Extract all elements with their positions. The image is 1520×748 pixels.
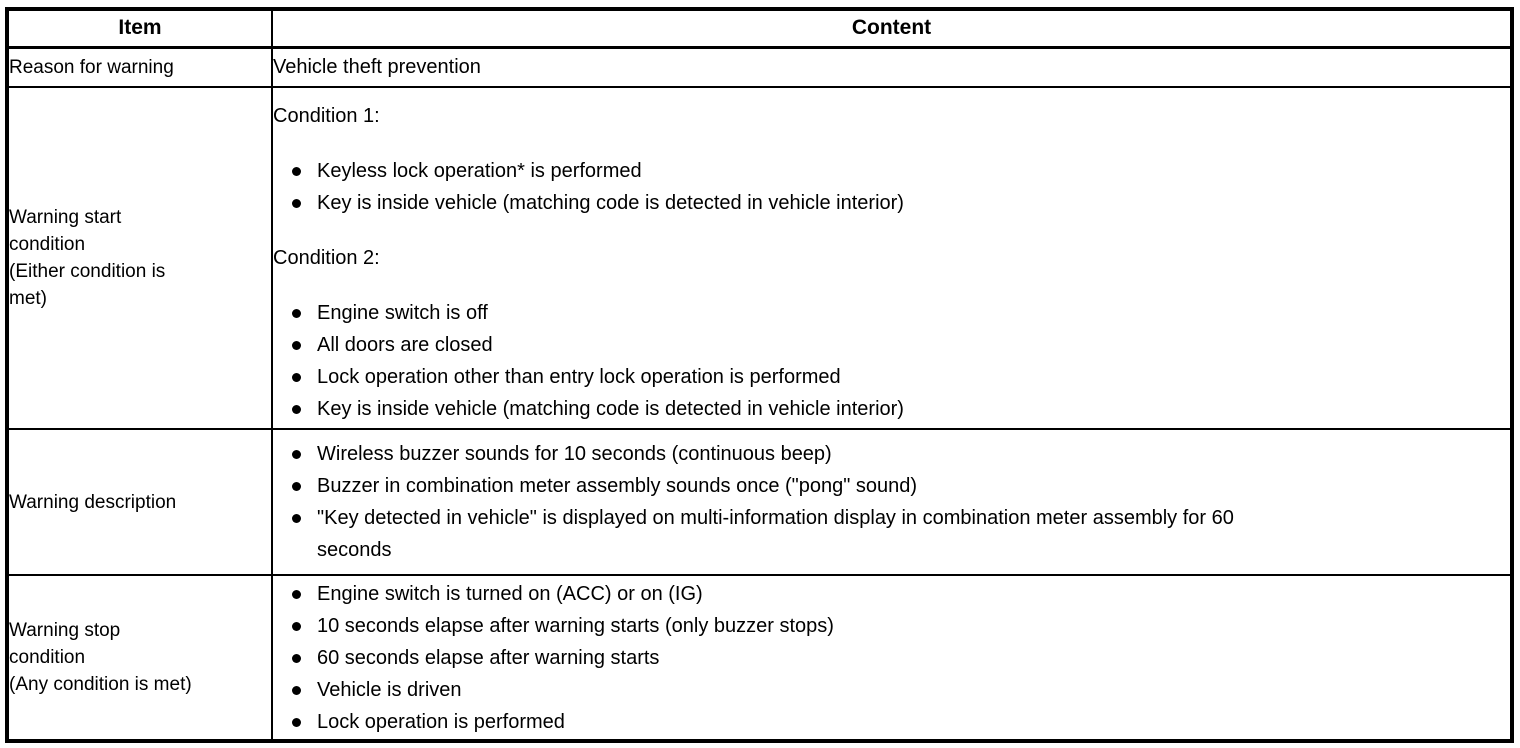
bullet-icon xyxy=(292,450,301,459)
bullet-text: "Key detected in vehicle" is displayed o… xyxy=(317,507,1234,561)
bullet-text: Wireless buzzer sounds for 10 seconds (c… xyxy=(317,443,832,465)
bullet-icon xyxy=(292,685,301,695)
list-item: Lock operation is performed xyxy=(273,706,1510,738)
bullet-text: Vehicle is driven xyxy=(317,678,462,701)
list-item: Buzzer in combination meter assembly sou… xyxy=(273,470,1510,502)
bullet-icon xyxy=(292,589,301,599)
condition-2-heading: Condition 2: xyxy=(273,247,380,269)
list-item: 10 seconds elapse after warning starts (… xyxy=(273,610,1510,642)
bullet-text: Engine switch is off xyxy=(317,302,488,324)
bullet-icon xyxy=(292,717,301,727)
table-row: Reason for warning Vehicle theft prevent… xyxy=(6,46,1513,88)
bullet-icon xyxy=(292,514,301,523)
row-label-warning-stop-condition: Warning stop condition (Any condition is… xyxy=(6,574,273,742)
bullet-icon xyxy=(292,167,301,176)
list-item: Key is inside vehicle (matching code is … xyxy=(273,393,1510,425)
bullet-text: Key is inside vehicle (matching code is … xyxy=(317,398,904,420)
warning-stop-condition-content-cell: Engine switch is turned on (ACC) or on (… xyxy=(271,574,1513,742)
bullet-icon xyxy=(292,199,301,208)
warning-description-bullet-list: Wireless buzzer sounds for 10 seconds (c… xyxy=(273,438,1510,566)
bullet-text: All doors are closed xyxy=(317,334,493,356)
warning-description-content-cell: Wireless buzzer sounds for 10 seconds (c… xyxy=(271,428,1513,576)
list-item: All doors are closed xyxy=(273,329,1510,361)
column-header-item: Item xyxy=(6,8,273,49)
condition-1-bullet-list: Keyless lock operation* is performed Key… xyxy=(273,155,1510,219)
warning-spec-table: Item Content Reason for warning Vehicle … xyxy=(5,7,1514,743)
row-label-warning-start-condition: Warning start condition (Either conditio… xyxy=(6,86,273,430)
table-row: Warning start condition (Either conditio… xyxy=(6,86,1513,430)
content-text: Vehicle theft prevention xyxy=(273,56,481,79)
bullet-icon xyxy=(292,482,301,491)
condition-2-bullet-list: Engine switch is off All doors are close… xyxy=(273,297,1510,425)
condition-1-heading: Condition 1: xyxy=(273,105,380,127)
list-item: Engine switch is off xyxy=(273,297,1510,329)
bullet-text: Buzzer in combination meter assembly sou… xyxy=(317,475,918,497)
bullet-text: 60 seconds elapse after warning starts xyxy=(317,646,660,669)
list-item: "Key detected in vehicle" is displayed o… xyxy=(273,502,1510,566)
table-header-row: Item Content xyxy=(6,8,1513,49)
reason-for-warning-content-cell: Vehicle theft prevention xyxy=(271,46,1513,88)
list-item: Engine switch is turned on (ACC) or on (… xyxy=(273,578,1510,610)
bullet-text: Lock operation is performed xyxy=(317,710,565,733)
list-item: Vehicle is driven xyxy=(273,674,1510,706)
list-item: 60 seconds elapse after warning starts xyxy=(273,642,1510,674)
row-label-warning-description: Warning description xyxy=(6,428,273,576)
list-item: Key is inside vehicle (matching code is … xyxy=(273,187,1510,219)
bullet-icon xyxy=(292,373,301,382)
list-item: Wireless buzzer sounds for 10 seconds (c… xyxy=(273,438,1510,470)
bullet-icon xyxy=(292,653,301,663)
bullet-icon xyxy=(292,341,301,350)
warning-stop-bullet-list: Engine switch is turned on (ACC) or on (… xyxy=(273,578,1510,738)
warning-start-condition-content-cell: Condition 1: Keyless lock operation* is … xyxy=(271,86,1513,430)
row-label-reason-for-warning: Reason for warning xyxy=(6,46,273,88)
table-row: Warning stop condition (Any condition is… xyxy=(6,574,1513,742)
bullet-icon xyxy=(292,309,301,318)
bullet-text: Lock operation other than entry lock ope… xyxy=(317,366,841,388)
list-item: Keyless lock operation* is performed xyxy=(273,155,1510,187)
bullet-text: Keyless lock operation* is performed xyxy=(317,160,642,182)
table-row: Warning description Wireless buzzer soun… xyxy=(6,428,1513,576)
list-item: Lock operation other than entry lock ope… xyxy=(273,361,1510,393)
bullet-icon xyxy=(292,405,301,414)
bullet-text: 10 seconds elapse after warning starts (… xyxy=(317,614,834,637)
column-header-content: Content xyxy=(271,8,1513,49)
bullet-text: Engine switch is turned on (ACC) or on (… xyxy=(317,582,703,605)
bullet-text: Key is inside vehicle (matching code is … xyxy=(317,192,904,214)
bullet-icon xyxy=(292,621,301,631)
